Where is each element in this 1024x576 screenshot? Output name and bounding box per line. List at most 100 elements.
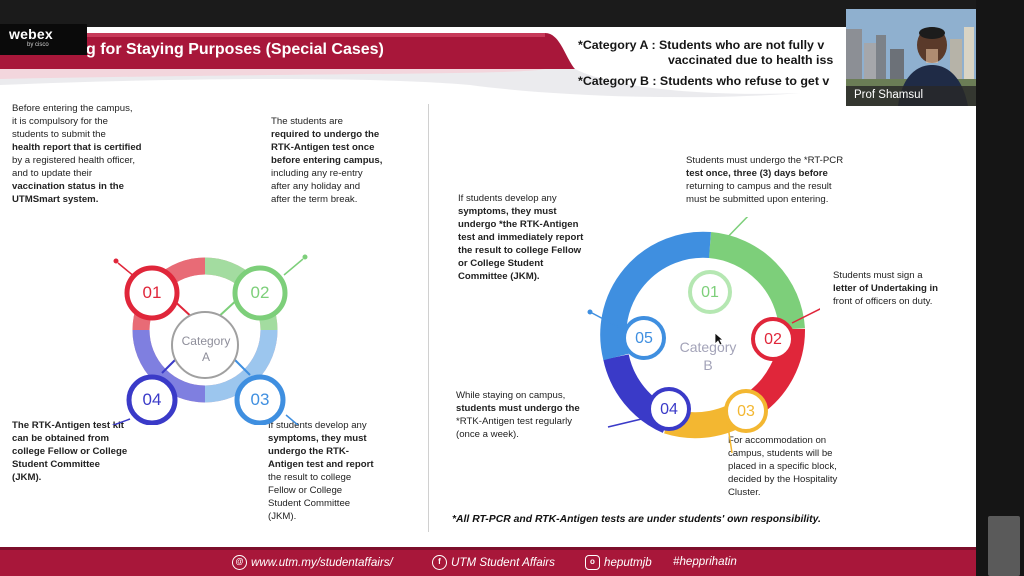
panel-scroll-handle[interactable]	[988, 516, 1020, 576]
text-line: *RTK-Antigen test regularly	[456, 416, 573, 427]
side-panel-strip	[976, 0, 1024, 576]
category-a-note-continued: vaccinated due to health iss	[668, 53, 834, 67]
category-a-step-markers	[124, 265, 288, 425]
category-a-step-01-number: 01	[142, 283, 162, 302]
category-b-step-03-text: For accommodation on campus, students wi…	[728, 434, 869, 499]
shared-slide: g for Staying Purposes (Special Cases) *…	[0, 27, 976, 576]
text-line: (JKM).	[12, 472, 42, 483]
text-line: Student Committee	[12, 459, 100, 470]
text-line: after any holiday and	[271, 181, 361, 192]
text-line: symptoms, they must	[458, 206, 557, 217]
webex-logo-text: webex	[9, 26, 53, 42]
footer-hashtag-text: #hepprihatin	[673, 555, 737, 568]
text-line: test once, three (3) days before	[686, 168, 828, 179]
footer-website: @ www.utm.my/studentaffairs/	[232, 555, 393, 570]
category-b-step-04-text: While staying on campus, students must u…	[456, 389, 596, 441]
category-b-step-01-text: Students must undergo the *RT-PCR test o…	[686, 154, 868, 206]
globe-icon: @	[232, 555, 247, 570]
webex-logo: webex by cisco	[0, 24, 87, 55]
text-line: by a registered health officer,	[12, 155, 136, 166]
text-line: front of officers on duty.	[833, 296, 933, 307]
text-line: and to update their	[12, 168, 93, 179]
slide-footer: @ www.utm.my/studentaffairs/ f UTM Stude…	[0, 547, 976, 576]
text-line: If students develop any	[268, 420, 367, 431]
text-line: campus, students will be	[728, 448, 833, 459]
slide-title: g for Staying Purposes (Special Cases)	[86, 41, 384, 58]
footer-instagram: o heputmjb	[585, 555, 652, 570]
text-line: The students are	[271, 116, 343, 127]
text-line: test and immediately report	[458, 232, 584, 243]
text-line: The RTK-Antigen test kit	[12, 420, 124, 431]
center-label-line: Category	[679, 339, 737, 355]
title-bar-highlight	[0, 33, 545, 37]
text-line: If students develop any	[458, 193, 557, 204]
category-b-step-05-text: If students develop any symptoms, they m…	[458, 192, 598, 283]
text-line: (JKM).	[268, 511, 297, 522]
text-line: (once a week).	[456, 429, 519, 440]
text-line: Students must sign a	[833, 270, 923, 281]
category-b-step-05-number: 05	[635, 330, 653, 347]
text-line: required to undergo the	[271, 129, 380, 140]
category-b-step-03-number: 03	[737, 403, 755, 420]
text-line: While staying on campus,	[456, 390, 566, 401]
text-line: the result to college	[268, 472, 352, 483]
text-line: students to submit the	[12, 129, 106, 140]
text-line: must be submitted upon entering.	[686, 194, 829, 205]
category-b-step-markers	[622, 270, 795, 433]
text-line: vaccination status in the	[12, 181, 124, 192]
text-line: For accommodation on	[728, 435, 827, 446]
text-line: or College Student	[458, 258, 544, 269]
text-line: Fellow or College	[268, 485, 343, 496]
text-line: RTK-Antigen test once	[271, 142, 375, 153]
text-line: before entering campus,	[271, 155, 383, 166]
category-b-step-04-number: 04	[660, 401, 678, 418]
text-line: UTMSmart system.	[12, 194, 99, 205]
category-b-center-label: Category B	[668, 338, 748, 374]
center-label-line: A	[201, 350, 210, 364]
participant-name-label: Prof Shamsul	[846, 86, 990, 106]
footer-facebook: f UTM Student Affairs	[432, 555, 555, 570]
text-line: students must undergo the	[456, 403, 580, 414]
text-line: Student Committee	[268, 498, 351, 509]
category-a-step-02-text: The students are required to undergo the…	[271, 115, 397, 206]
text-line: Cluster.	[728, 487, 761, 498]
category-a-step-02-number: 02	[250, 283, 270, 302]
footer-hashtag: #hepprihatin	[673, 555, 737, 568]
text-line: it is compulsory for the	[12, 116, 108, 127]
text-line: undergo *the RTK-Antigen	[458, 219, 579, 230]
slide-footnote: *All RT-PCR and RTK-Antigen tests are un…	[452, 514, 821, 525]
text-line: decided by the Hospitality	[728, 474, 838, 485]
text-line: placed in a specific block,	[728, 461, 837, 472]
category-b-note: *Category B : Students who refuse to get…	[578, 74, 830, 88]
category-b-step-02-number: 02	[764, 331, 782, 348]
footer-website-text: www.utm.my/studentaffairs/	[251, 556, 393, 569]
category-a-center-label: Category A	[171, 333, 241, 365]
text-line: returning to campus and the result	[686, 181, 832, 192]
footer-facebook-text: UTM Student Affairs	[451, 556, 555, 569]
text-line: Committee (JKM).	[458, 271, 540, 282]
text-line: letter of Undertaking in	[833, 283, 939, 294]
center-label-line: Category	[181, 334, 231, 348]
text-line: college Fellow or College	[12, 446, 128, 457]
category-a-step-03-text: If students develop any symptoms, they m…	[268, 419, 386, 523]
text-line: Antigen test and report	[268, 459, 374, 470]
text-line: Before entering the campus,	[12, 103, 133, 114]
column-divider	[428, 104, 429, 532]
category-a-note: *Category A : Students who are not fully…	[578, 38, 825, 52]
text-line: health report that is certified	[12, 142, 142, 153]
category-a-step-01-text: Before entering the campus, it is compul…	[12, 102, 160, 206]
text-line: symptoms, they must	[268, 433, 367, 444]
footer-edge	[0, 547, 976, 550]
category-a-step-04-text: The RTK-Antigen test kit can be obtained…	[12, 419, 144, 484]
text-line: the result to college Fellow	[458, 245, 582, 256]
center-label-line: B	[703, 357, 713, 373]
title-swoosh-decoration	[0, 33, 800, 98]
instagram-icon: o	[585, 555, 600, 570]
webex-logo-subtext: by cisco	[27, 42, 49, 48]
text-line: undergo the RTK-	[268, 446, 350, 457]
category-b-step-02-text: Students must sign a letter of Undertaki…	[833, 269, 959, 308]
facebook-icon: f	[432, 555, 447, 570]
text-line: including any re-entry	[271, 168, 363, 179]
category-b-step-01-number: 01	[701, 284, 719, 301]
category-a-step-03-number: 03	[250, 390, 270, 409]
